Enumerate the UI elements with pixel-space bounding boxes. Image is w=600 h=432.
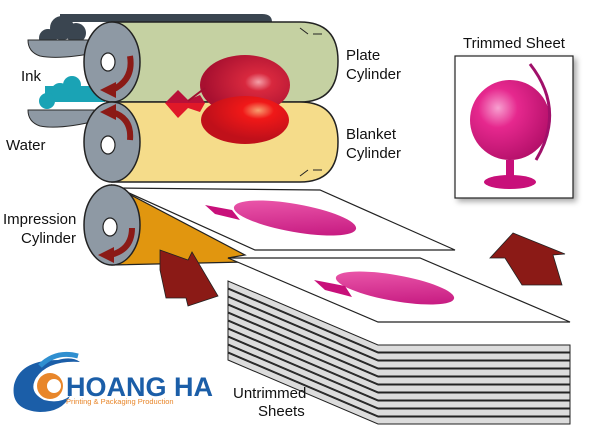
label-impression-line1: Impression <box>3 211 76 228</box>
globe-image <box>470 80 550 160</box>
stack-sheet-edge <box>227 320 571 393</box>
logo-mark-blue <box>13 358 80 412</box>
logo-mark-blue-wave <box>38 351 79 368</box>
stack-sheet-edge <box>227 312 571 385</box>
stack-sheet-edge <box>227 336 571 409</box>
balloon-image <box>165 55 290 144</box>
label-impression-line2: Cylinder <box>21 230 76 247</box>
stack-sheet-edge <box>227 328 571 401</box>
stack-sheet-edge <box>227 352 571 425</box>
stack-sheet-edge <box>227 296 571 369</box>
untrimmed-sheets-stack <box>227 280 571 425</box>
hoang-ha-logo: HOANG HA Printing & Packaging Production <box>13 351 213 412</box>
stack-sheet-edge <box>227 280 571 353</box>
logo-name: HOANG HA <box>66 372 213 402</box>
label-blanket-line1: Blanket <box>346 126 397 143</box>
label-plate-line2: Cylinder <box>346 66 401 83</box>
impression-cylinder <box>83 184 247 266</box>
label-ink: Ink <box>21 68 42 85</box>
stack-sheet-edge <box>227 344 571 417</box>
label-untrimmed-line1: Untrimmed <box>233 385 306 402</box>
up-arrow <box>489 232 566 286</box>
label-untrimmed-line2: Sheets <box>258 403 305 420</box>
water-rollers <box>27 76 105 128</box>
label-blanket-line2: Cylinder <box>346 145 401 162</box>
printed-sheet <box>117 187 456 251</box>
down-arrow <box>159 249 219 307</box>
stack-sheet-edge <box>227 288 571 361</box>
top-untrimmed-sheet <box>227 257 571 323</box>
stack-sheet-edge <box>227 304 571 377</box>
ink-rollers <box>27 14 272 58</box>
trimmed-sheet-card <box>454 55 574 199</box>
label-trimmed-sheet: Trimmed Sheet <box>463 35 566 52</box>
label-water: Water <box>6 137 45 154</box>
logo-tagline: Printing & Packaging Production <box>66 397 174 406</box>
label-plate-line1: Plate <box>346 47 380 64</box>
